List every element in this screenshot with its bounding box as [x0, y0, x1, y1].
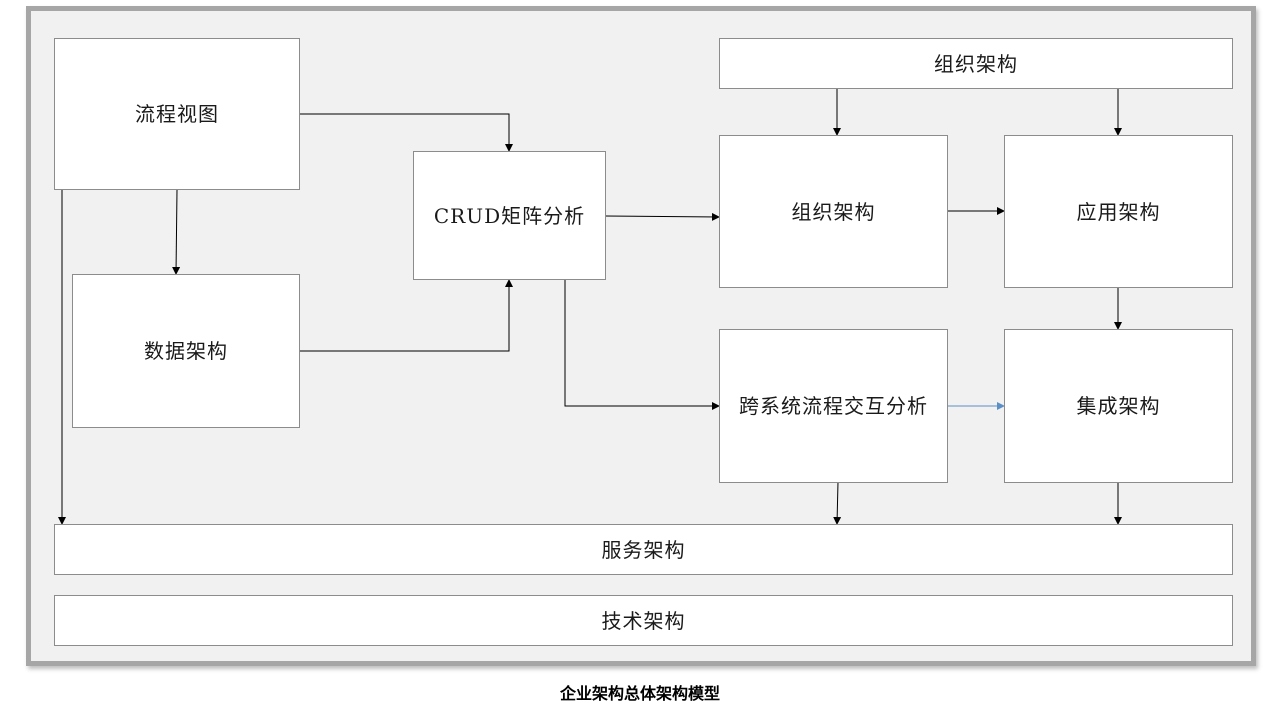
edge-process-to-data: [172, 189, 181, 275]
edge-crud-to-org: [604, 212, 720, 221]
node-data-architecture: 数据架构: [72, 274, 300, 428]
node-service-architecture: 服务架构: [54, 524, 1233, 575]
edge-crud-to-cross: [564, 279, 720, 410]
edge-cross-to-service: [833, 481, 842, 525]
edge-process-to-crud: [299, 113, 513, 152]
node-process-view: 流程视图: [54, 38, 300, 190]
diagram-caption: 企业架构总体架构模型: [559, 684, 720, 703]
node-org-architecture: 组织架构: [719, 135, 948, 288]
node-cross-system-analysis: 跨系统流程交互分析: [719, 329, 948, 483]
node-org-architecture-top: 组织架构: [719, 38, 1233, 89]
node-integration-architecture: 集成架构: [1004, 329, 1233, 483]
edge-data-to-crud: [299, 279, 513, 352]
node-technology-architecture: 技术架构: [54, 595, 1233, 646]
node-application-architecture: 应用架构: [1004, 135, 1233, 288]
node-crud-matrix: CRUD矩阵分析: [413, 151, 606, 280]
